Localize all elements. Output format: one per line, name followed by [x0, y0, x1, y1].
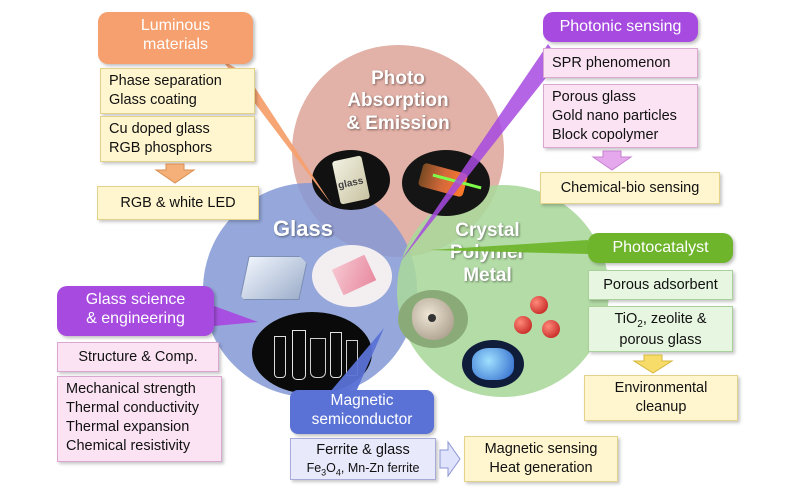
glass-title: Glass — [273, 216, 333, 241]
photocatalyst-callout: Photocatalyst — [588, 233, 733, 263]
ferrite-glass-box: Ferrite & glass Fe3O4, Mn-Zn ferrite — [290, 438, 436, 480]
luminous-line-3: Cu doped glass — [109, 121, 210, 137]
pink-glass-photo — [312, 245, 392, 307]
env-line-1: Environmental — [614, 380, 708, 396]
porous-glass-line: porous glass — [619, 331, 702, 348]
ferrite-line: Ferrite & glass — [316, 442, 410, 458]
red-beads-photo — [508, 290, 570, 348]
crystal-rock-photo — [398, 290, 468, 348]
magnetic-result-line-2: Heat generation — [489, 459, 593, 476]
glass-sample-photo: glass — [312, 150, 390, 210]
environmental-cleanup-box: Environmental cleanup — [584, 375, 738, 421]
fe3o4-line: Fe3O4, Mn-Zn ferrite — [306, 460, 420, 478]
porous-adsorbent-box: Porous adsorbent — [588, 270, 733, 300]
rgb-led-box: RGB & white LED — [97, 186, 259, 220]
photonic-pointer — [400, 44, 560, 262]
luminous-box-phase: Phase separation Glass coating — [100, 68, 255, 114]
photocatalyst-pointer — [430, 240, 588, 254]
magnetic-semiconductor-callout: Magnetic semiconductor — [290, 390, 434, 434]
magnetic-pointer — [330, 328, 384, 392]
property-line-1: Mechanical strength — [66, 381, 196, 397]
porous-glass-box: Porous glass Gold nano particles Block c… — [543, 84, 698, 148]
tio2-line: TiO2, zeolite & — [614, 311, 707, 330]
structure-comp-box: Structure & Comp. — [57, 342, 219, 372]
luminous-line-1: Phase separation — [109, 73, 222, 89]
property-line-2: Thermal conductivity — [66, 399, 199, 416]
glass-science-pointer — [214, 306, 258, 326]
properties-box: Mechanical strength Thermal conductivity… — [57, 376, 222, 462]
property-line-4: Chemical resistivity — [66, 437, 191, 454]
photonic-line-2: Gold nano particles — [552, 107, 677, 124]
luminous-line-4: RGB phosphors — [109, 139, 213, 156]
photonic-line-3: Block copolymer — [552, 126, 659, 143]
luminous-box-cu: Cu doped glass RGB phosphors — [100, 116, 255, 162]
tio2-zeolite-box: TiO2, zeolite & porous glass — [588, 306, 733, 352]
spr-box: SPR phenomenon — [543, 48, 698, 78]
glass-science-callout: Glass science & engineering — [57, 286, 214, 336]
property-line-3: Thermal expansion — [66, 418, 190, 435]
photo-absorption-title: Photo Absorption & Emission — [346, 68, 450, 134]
magnetic-sensing-box: Magnetic sensing Heat generation — [464, 436, 618, 482]
env-line-2: cleanup — [635, 398, 687, 415]
photonic-sensing-callout: Photonic sensing — [543, 12, 698, 42]
chemical-bio-sensing-box: Chemical-bio sensing — [540, 172, 720, 204]
luminous-line-2: Glass coating — [109, 91, 197, 108]
luminous-materials-callout: Luminous materials — [98, 12, 253, 64]
blue-crystal-photo — [462, 340, 524, 388]
magnetic-result-line-1: Magnetic sensing — [484, 441, 598, 457]
photonic-line-1: Porous glass — [552, 89, 636, 105]
